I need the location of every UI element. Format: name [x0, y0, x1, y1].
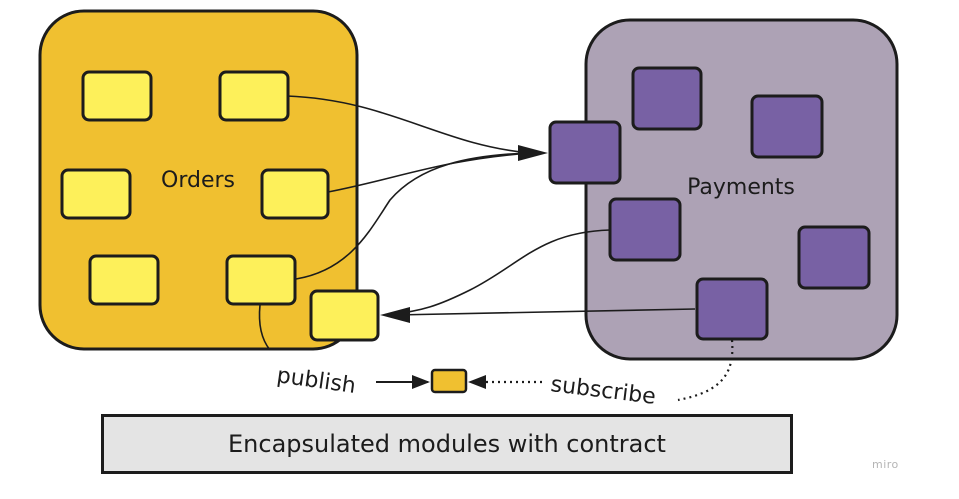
orders-label: Orders: [161, 168, 235, 193]
connection-line: [258, 304, 271, 351]
caption-text: Encapsulated modules with contract: [228, 430, 666, 458]
connection-line: [389, 229, 611, 315]
connection-line: [295, 152, 531, 280]
orders-component: [218, 70, 290, 122]
arrowhead-to-payments-contract: [518, 145, 548, 161]
payments-component: [797, 225, 871, 290]
payments-component: [750, 94, 824, 159]
orders-component: [81, 70, 153, 122]
orders-component: [260, 168, 330, 220]
orders-contract-port: [309, 289, 380, 342]
payments-component: [695, 277, 769, 341]
event-message: [430, 368, 468, 394]
orders-component: [60, 168, 132, 220]
payments-contract-port: [548, 120, 622, 185]
publish-arrowhead: [412, 375, 430, 389]
arrowhead-to-orders-contract: [380, 307, 410, 323]
publish-label: publish: [275, 363, 357, 399]
payments-component: [631, 66, 703, 131]
orders-component: [225, 254, 297, 306]
payments-component: [608, 197, 682, 262]
caption-box: Encapsulated modules with contract: [101, 414, 793, 474]
subscribe-dotted-line: [677, 339, 734, 402]
miro-watermark: miro: [872, 458, 899, 471]
payments-label: Payments: [687, 175, 795, 200]
connection-line: [327, 152, 531, 193]
orders-component: [88, 254, 160, 306]
connection-line: [286, 95, 531, 154]
subscribe-label: subscribe: [549, 372, 657, 410]
connection-line: [394, 308, 696, 316]
subscribe-arrowhead: [468, 375, 486, 389]
